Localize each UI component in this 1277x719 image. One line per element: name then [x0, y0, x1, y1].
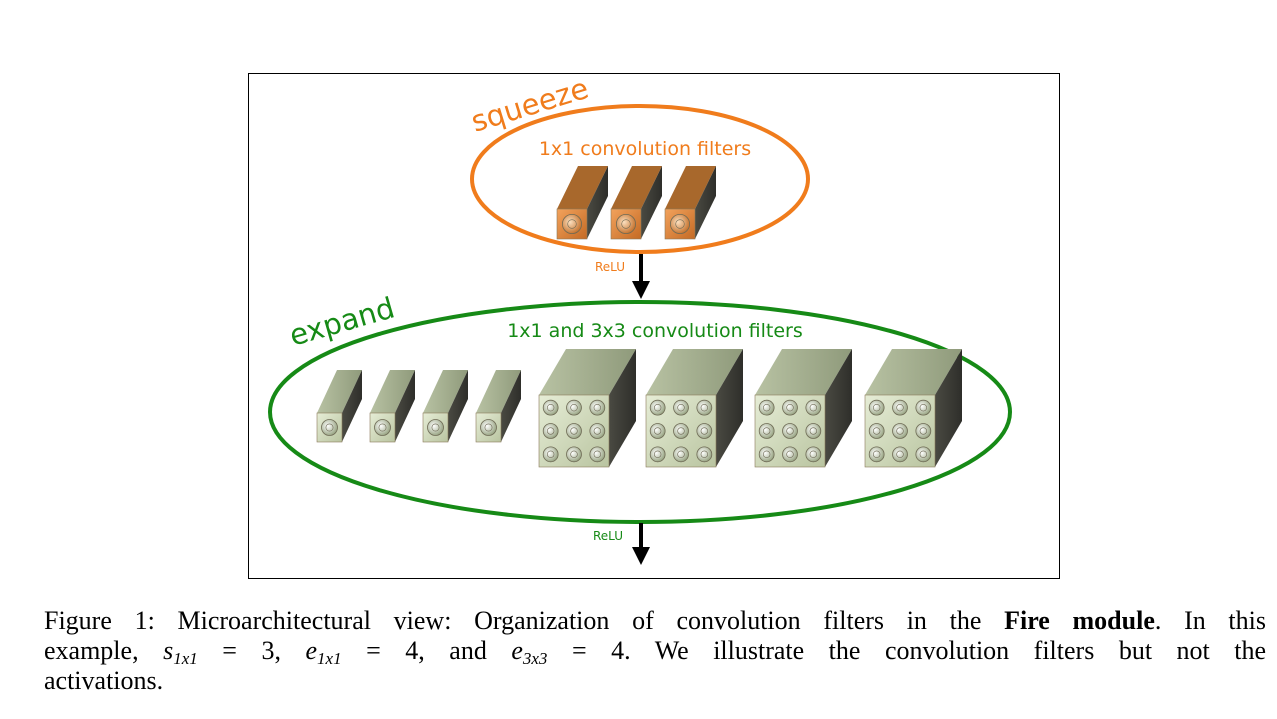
- expand-subtitle: 1x1 and 3x3 convolution filters: [507, 320, 803, 342]
- fire-module-diagram: squeeze 1x1 convolution filters ReLU exp…: [268, 74, 1012, 565]
- caption-label: Figure 1:: [44, 606, 155, 635]
- expand-relu-label: ReLU: [593, 529, 623, 543]
- expand-3x3-filter-1: [538, 349, 636, 468]
- figure-caption: Figure 1: Microarchitectural view: Organ…: [44, 606, 1266, 696]
- symbol-e1-value: = 4, and: [366, 636, 487, 665]
- symbol-e3: e: [511, 636, 523, 665]
- expand-filters: [316, 349, 962, 468]
- symbol-e3-value: = 4.: [571, 636, 631, 665]
- squeeze-relu-label: ReLU: [595, 260, 625, 274]
- figure-frame: squeeze 1x1 convolution filters ReLU exp…: [248, 73, 1060, 579]
- expand-3x3-filter-3: [754, 349, 852, 468]
- arrow-head-2: [632, 547, 650, 565]
- symbol-s-value: = 3,: [222, 636, 281, 665]
- expand-1x1-filter-1: [316, 370, 362, 443]
- symbol-e1-sub: 1x1: [317, 649, 342, 668]
- expand-1x1-filter-4: [475, 370, 521, 443]
- expand-3x3-filter-4: [864, 349, 962, 468]
- squeeze-filters: [556, 166, 716, 240]
- expand-3x3-filter-2: [645, 349, 743, 468]
- symbol-s-sub: 1x1: [173, 649, 198, 668]
- caption-line-2: example, s1x1 = 3, e1x1 = 4, and e3x3 = …: [44, 636, 1267, 668]
- symbol-s: s: [163, 636, 174, 665]
- squeeze-filter-2: [610, 166, 662, 240]
- caption-line2-end: We illustrate the convolution filters bu…: [654, 636, 1267, 665]
- arrow-head-1: [632, 281, 650, 299]
- caption-line-3: activations.: [44, 666, 164, 695]
- caption-text-1: Microarchitectural view: Organization of…: [177, 606, 982, 635]
- caption-line-1: Figure 1: Microarchitectural view: Organ…: [44, 606, 1266, 636]
- squeeze-ellipse: [470, 104, 810, 254]
- squeeze-filter-3: [664, 166, 716, 240]
- expand-label: expand: [286, 290, 399, 352]
- squeeze-filter-1: [556, 166, 608, 240]
- caption-text-2: . In this: [1154, 606, 1267, 635]
- squeeze-subtitle: 1x1 convolution filters: [539, 138, 751, 160]
- symbol-e1: e: [305, 636, 318, 665]
- symbol-e3-sub: 3x3: [522, 649, 548, 668]
- squeeze-label: squeeze: [467, 74, 592, 139]
- expand-1x1-filter-2: [369, 370, 415, 443]
- caption-line2-start: example,: [44, 636, 139, 665]
- expand-ellipse: [268, 300, 1012, 524]
- expand-1x1-filter-3: [422, 370, 468, 443]
- caption-bold-term: Fire module: [1004, 606, 1155, 635]
